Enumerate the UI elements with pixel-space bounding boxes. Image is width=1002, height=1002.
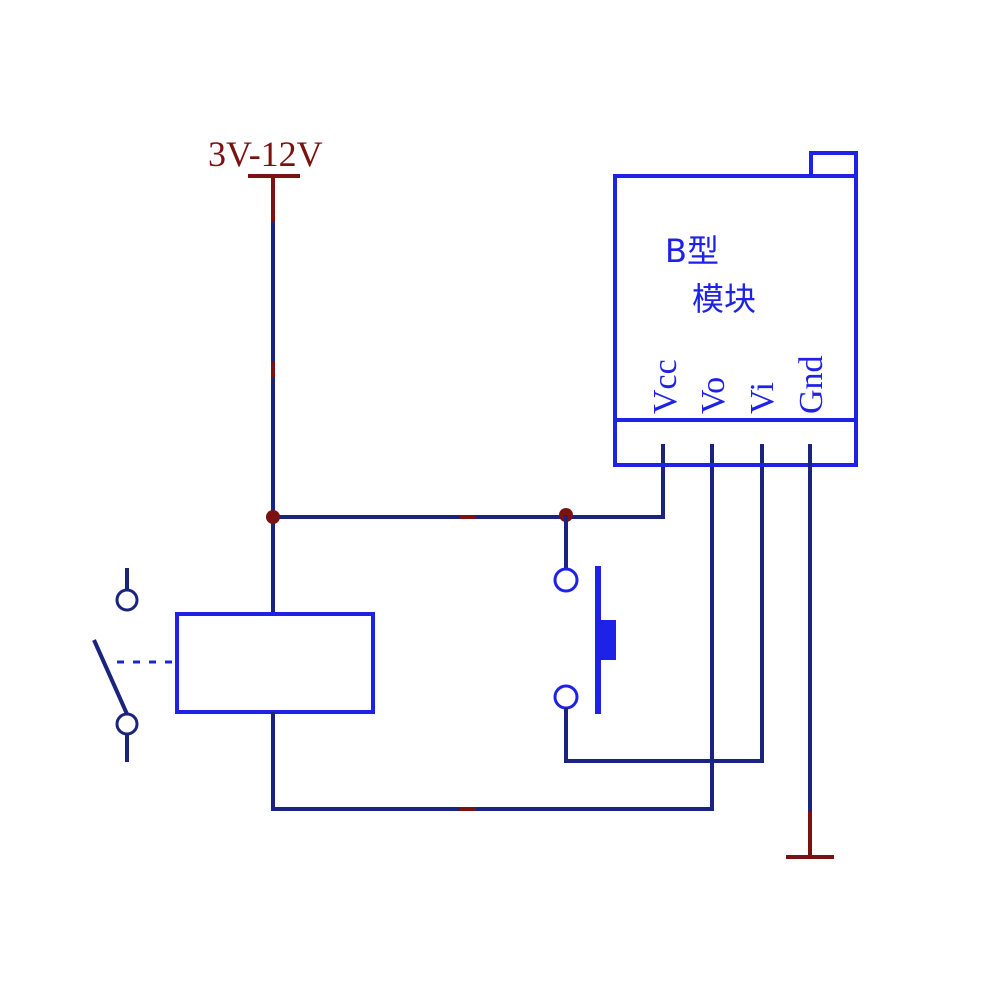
junction-node-left: [266, 510, 280, 524]
module-title-line2: 模块: [692, 280, 756, 318]
button-top-terminal: [553, 567, 579, 593]
relay-contact-top-terminal: [115, 588, 139, 612]
button-actuator: [600, 620, 616, 660]
pin-label-vo: Vo: [695, 377, 732, 414]
vi-wire: [564, 444, 764, 763]
supply-voltage-label: 3V-12V: [208, 134, 323, 174]
pin-label-vcc: Vcc: [647, 359, 684, 414]
vcc-bus-wire: [273, 444, 665, 519]
b-type-module: [613, 174, 858, 467]
relay-coil: [175, 612, 375, 714]
button-bottom-terminal: [553, 684, 579, 710]
relay-switch-blade: [92, 639, 129, 715]
relay-contact-bottom-terminal: [115, 712, 139, 736]
pin-label-vi: Vi: [744, 382, 781, 414]
module-tab: [809, 151, 858, 178]
vo-wire: [271, 444, 714, 811]
module-title-line1: B型: [665, 232, 719, 270]
pin-label-gnd: Gnd: [793, 355, 830, 414]
